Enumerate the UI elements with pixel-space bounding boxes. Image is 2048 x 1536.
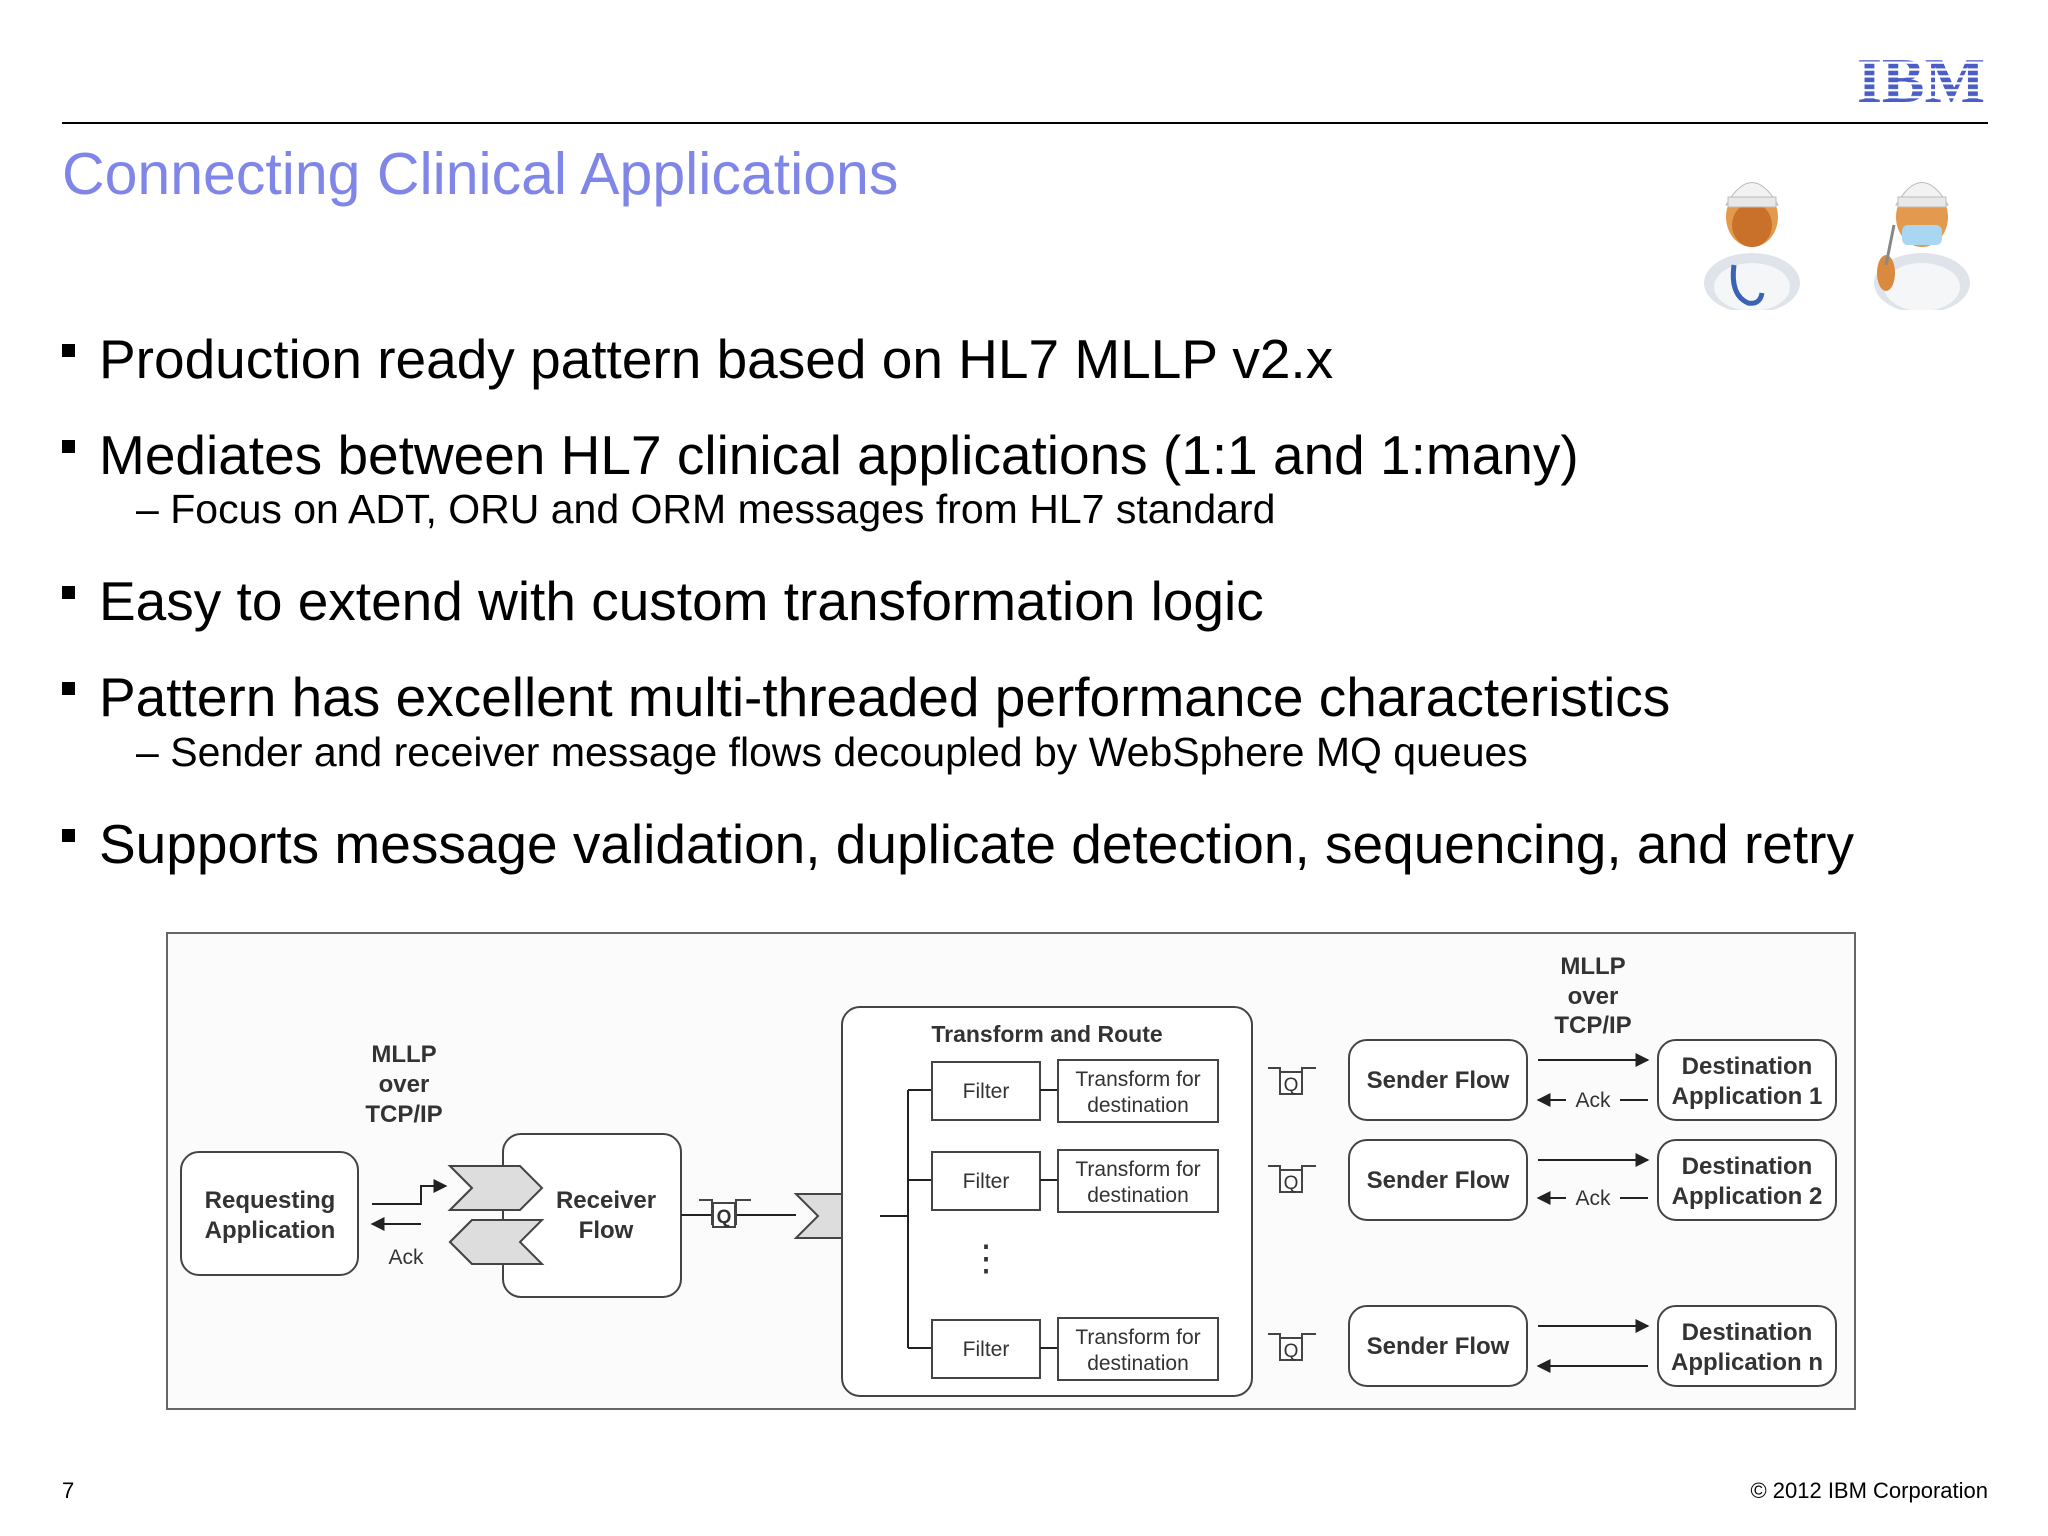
- bullet-3: Easy to extend with custom transformatio…: [62, 574, 1264, 629]
- surgeon-icon: [1874, 182, 1970, 310]
- transform-label: Transform for: [1075, 1158, 1200, 1181]
- bullet-2: Mediates between HL7 clinical applicatio…: [62, 428, 1579, 483]
- bullet-marker: [62, 344, 75, 357]
- queue-icon: [1279, 1071, 1303, 1095]
- page-number: 7: [62, 1478, 75, 1503]
- receiver-flow-label: Receiver: [556, 1187, 656, 1214]
- sender-flow-box: [1348, 1305, 1528, 1387]
- filter-label: Filter: [963, 1080, 1010, 1103]
- sub-bullet-dash: –: [136, 729, 159, 775]
- bullet-marker: [62, 829, 75, 842]
- bullet-5: Supports message validation, duplicate d…: [62, 817, 1854, 872]
- bullet-4: Pattern has excellent multi-threaded per…: [62, 670, 1670, 725]
- transform-box: [1057, 1149, 1219, 1213]
- mllp-label-right: MLLP: [1560, 953, 1625, 980]
- mllp-label-right: TCP/IP: [1554, 1012, 1631, 1039]
- transform-box: [1057, 1059, 1219, 1123]
- copyright: © 2012 IBM Corporation: [1750, 1478, 1988, 1503]
- queue-label: Q: [717, 1207, 732, 1228]
- ack-label: Ack: [1575, 1089, 1611, 1112]
- sub-bullet-text: Focus on ADT, ORU and ORM messages from …: [170, 486, 1276, 532]
- transform-label: destination: [1087, 1094, 1189, 1117]
- bullet-marker: [62, 682, 75, 695]
- bullet-marker: [62, 586, 75, 599]
- queue-icon: [1279, 1169, 1303, 1193]
- queue-label: Q: [1284, 1341, 1299, 1362]
- bullet-text: Pattern has excellent multi-threaded per…: [99, 666, 1671, 728]
- architecture-diagram: Requesting Application MLLP over TCP/IP …: [166, 932, 1856, 1410]
- requesting-application-box: [180, 1151, 359, 1276]
- filter-box: [931, 1151, 1041, 1211]
- mllp-label-right: over: [1568, 983, 1619, 1010]
- mllp-label-left: over: [379, 1071, 430, 1098]
- clinician-illustration: [1704, 182, 1970, 310]
- queue-icon: [1279, 1337, 1303, 1361]
- destination-application-box: [1657, 1039, 1837, 1121]
- sub-bullet-2: – Sender and receiver message flows deco…: [136, 732, 1528, 773]
- transform-box: [1057, 1317, 1219, 1381]
- sender-flow-label: Sender Flow: [1367, 1067, 1510, 1094]
- receiver-flow-box: [502, 1133, 682, 1298]
- sender-flow-box: [1348, 1039, 1528, 1121]
- transform-label: Transform for: [1075, 1068, 1200, 1091]
- queue-icon: [712, 1202, 736, 1228]
- sender-flow-box: [1348, 1139, 1528, 1221]
- filter-label: Filter: [963, 1338, 1010, 1361]
- sub-bullet-text: Sender and receiver message flows decoup…: [170, 729, 1528, 775]
- destination-application-label: Destination: [1682, 1053, 1813, 1080]
- filter-box: [931, 1319, 1041, 1379]
- destination-application-label: Application 1: [1672, 1083, 1823, 1110]
- transform-label: Transform for: [1075, 1326, 1200, 1349]
- doctor-icon: [1704, 182, 1800, 310]
- receiver-flow-label: Flow: [579, 1217, 634, 1244]
- bullet-text: Supports message validation, duplicate d…: [99, 813, 1854, 875]
- sender-flow-label: Sender Flow: [1367, 1333, 1510, 1360]
- destination-application-box: [1657, 1139, 1837, 1221]
- requesting-application-label: Requesting: [205, 1187, 336, 1214]
- destination-application-label: Application 2: [1672, 1183, 1823, 1210]
- queue-label: Q: [1284, 1173, 1299, 1194]
- transform-label: destination: [1087, 1352, 1189, 1375]
- filter-box: [931, 1061, 1041, 1121]
- mllp-label-left: TCP/IP: [365, 1101, 442, 1128]
- filter-label: Filter: [963, 1170, 1010, 1193]
- bullet-1: Production ready pattern based on HL7 ML…: [62, 332, 1333, 387]
- destination-application-box: [1657, 1305, 1837, 1387]
- destination-application-label: Destination: [1682, 1153, 1813, 1180]
- ack-label: Ack: [388, 1246, 424, 1269]
- mllp-label-left: MLLP: [371, 1041, 436, 1068]
- destination-application-label: Destination: [1682, 1319, 1813, 1346]
- sub-bullet-dash: –: [136, 486, 159, 532]
- ellipsis: ⋮: [968, 1237, 1004, 1278]
- bullet-text: Mediates between HL7 clinical applicatio…: [99, 424, 1579, 486]
- ack-label: Ack: [1575, 1187, 1611, 1210]
- transform-and-route-title: Transform and Route: [931, 1021, 1162, 1047]
- bullet-text: Easy to extend with custom transformatio…: [99, 570, 1264, 632]
- ibm-logo-text: IBM: [1857, 50, 1985, 105]
- ibm-logo: IBM: [1857, 50, 1985, 105]
- title-rule: [62, 122, 1988, 124]
- requesting-application-label: Application: [205, 1217, 336, 1244]
- slide-title: Connecting Clinical Applications: [62, 141, 899, 207]
- bullet-marker: [62, 440, 75, 453]
- destination-application-label: Application n: [1671, 1349, 1823, 1376]
- sender-flow-label: Sender Flow: [1367, 1167, 1510, 1194]
- sub-bullet-1: – Focus on ADT, ORU and ORM messages fro…: [136, 489, 1275, 530]
- transform-label: destination: [1087, 1184, 1189, 1207]
- bullet-text: Production ready pattern based on HL7 ML…: [99, 328, 1334, 390]
- queue-label: Q: [1284, 1075, 1299, 1096]
